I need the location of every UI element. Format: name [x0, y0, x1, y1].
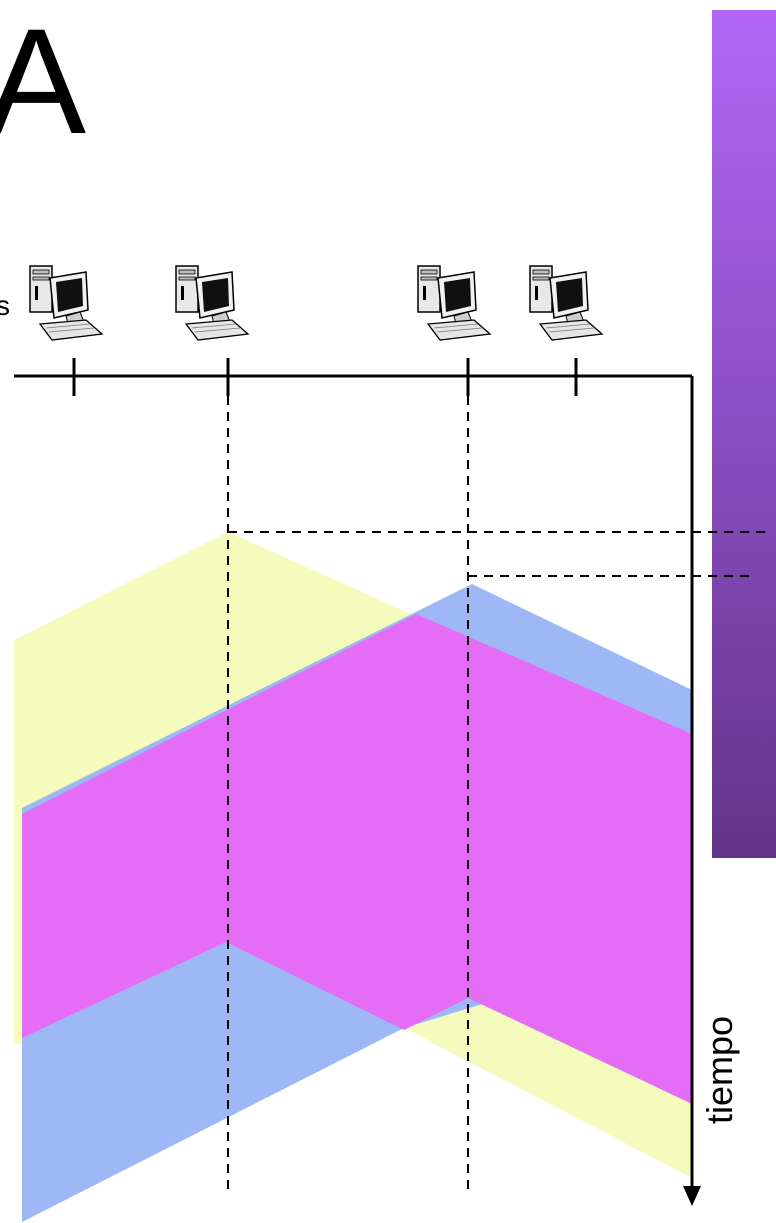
computer-icon: [417, 265, 491, 341]
time-axis-label: tiempo: [699, 1015, 740, 1125]
computer-icon: [529, 265, 603, 341]
computer-icon: [175, 265, 249, 341]
slide-heading-letter: A: [0, 0, 87, 165]
signal-region-collision: [22, 614, 692, 1104]
side-panel: [712, 10, 776, 858]
computer-icon: [29, 265, 103, 341]
time-axis-arrow: [683, 1186, 701, 1206]
clipped-label: s: [0, 290, 10, 321]
